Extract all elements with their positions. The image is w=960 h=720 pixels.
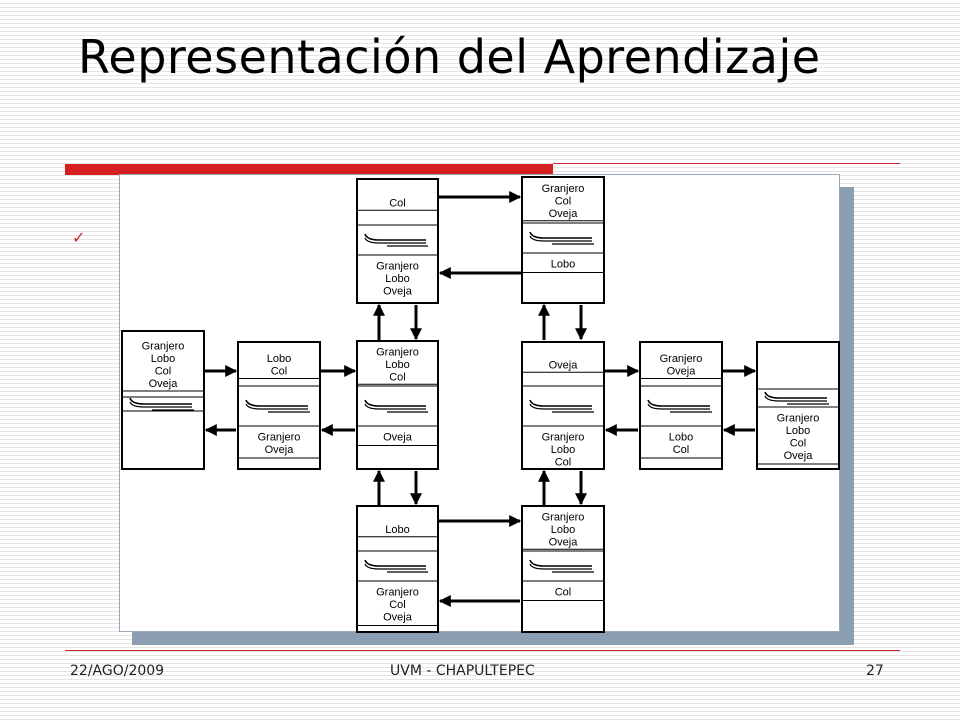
upper-bank-item: Oveja (149, 378, 179, 390)
upper-bank-item: Oveja (549, 536, 579, 548)
state-box (521, 176, 605, 304)
upper-bank-item: Col (389, 371, 406, 383)
lower-bank-item: Lobo (551, 259, 575, 271)
lower-bank-item: Col (790, 438, 807, 450)
lower-bank-item: Oveja (383, 286, 413, 298)
upper-bank-item: Oveja (549, 359, 579, 371)
river-wave (245, 399, 308, 407)
river-wave (364, 563, 426, 570)
river-wave (529, 235, 592, 242)
river-wave (364, 559, 426, 567)
river-wave (529, 559, 592, 567)
upper-bank-item: Lobo (551, 524, 575, 536)
lower-bank-item: Lobo (385, 273, 409, 285)
river-wave (364, 399, 426, 407)
river-wave (364, 233, 426, 241)
river-wave (647, 403, 710, 410)
river-wave (129, 401, 192, 408)
upper-bank-item: Granjero (542, 183, 585, 195)
lower-bank-item: Oveja (784, 450, 814, 462)
upper-bank-item: Lobo (385, 524, 409, 536)
upper-bank-item: Oveja (549, 208, 579, 220)
river-wave (529, 563, 592, 570)
river-wave (364, 403, 426, 410)
state-box (756, 341, 840, 470)
lower-bank-item: Lobo (551, 444, 575, 456)
lower-bank-item: Granjero (542, 432, 585, 444)
upper-bank-item: Lobo (385, 359, 409, 371)
river-wave (529, 399, 592, 407)
upper-bank-item: Col (555, 195, 572, 207)
footer-institution: UVM - CHAPULTEPEC (390, 663, 535, 679)
upper-bank-item: Col (389, 197, 406, 209)
upper-bank-item: Granjero (542, 511, 585, 523)
upper-bank-item: Oveja (667, 366, 697, 378)
state-diagram-svg: ColGranjeroLoboOvejaGranjeroColOvejaLobo… (121, 176, 840, 633)
upper-bank-item: Granjero (660, 353, 703, 365)
upper-bank-item: Granjero (142, 341, 185, 353)
lower-bank-item: Granjero (376, 261, 419, 273)
lower-bank-item: Lobo (669, 432, 693, 444)
page-number: 27 (866, 663, 884, 679)
lower-bank-item: Oveja (383, 612, 413, 624)
state-box (356, 178, 439, 304)
upper-bank-item: Col (271, 366, 288, 378)
lower-bank-item: Col (555, 457, 572, 469)
lower-bank-item: Lobo (786, 425, 810, 437)
river-wave (529, 231, 592, 239)
lower-bank-item: Oveja (383, 432, 413, 444)
lower-bank-item: Col (389, 599, 406, 611)
river-wave (129, 397, 192, 405)
slide-title: Representación del Aprendizaje (78, 30, 821, 84)
upper-bank-item: Lobo (267, 353, 291, 365)
checkmark-icon: ✓ (72, 228, 86, 247)
upper-bank-item: Granjero (376, 346, 419, 358)
title-underline-bar (65, 164, 553, 175)
footer-rule (65, 650, 900, 651)
state-box (121, 330, 205, 470)
lower-bank-item: Granjero (777, 413, 820, 425)
river-wave (364, 237, 426, 244)
river-wave (245, 403, 308, 410)
upper-bank-item: Lobo (151, 353, 175, 365)
river-wave (764, 391, 827, 399)
lower-bank-item: Oveja (265, 444, 295, 456)
lower-bank-item: Col (673, 444, 690, 456)
river-wave (647, 399, 710, 407)
river-wave (764, 395, 827, 402)
lower-bank-item: Granjero (258, 432, 301, 444)
river-wave (529, 403, 592, 410)
title-underline-rule (553, 163, 900, 164)
footer-date: 22/AGO/2009 (70, 663, 165, 679)
upper-bank-item: Col (155, 366, 172, 378)
lower-bank-item: Col (555, 587, 572, 599)
lower-bank-item: Granjero (376, 587, 419, 599)
